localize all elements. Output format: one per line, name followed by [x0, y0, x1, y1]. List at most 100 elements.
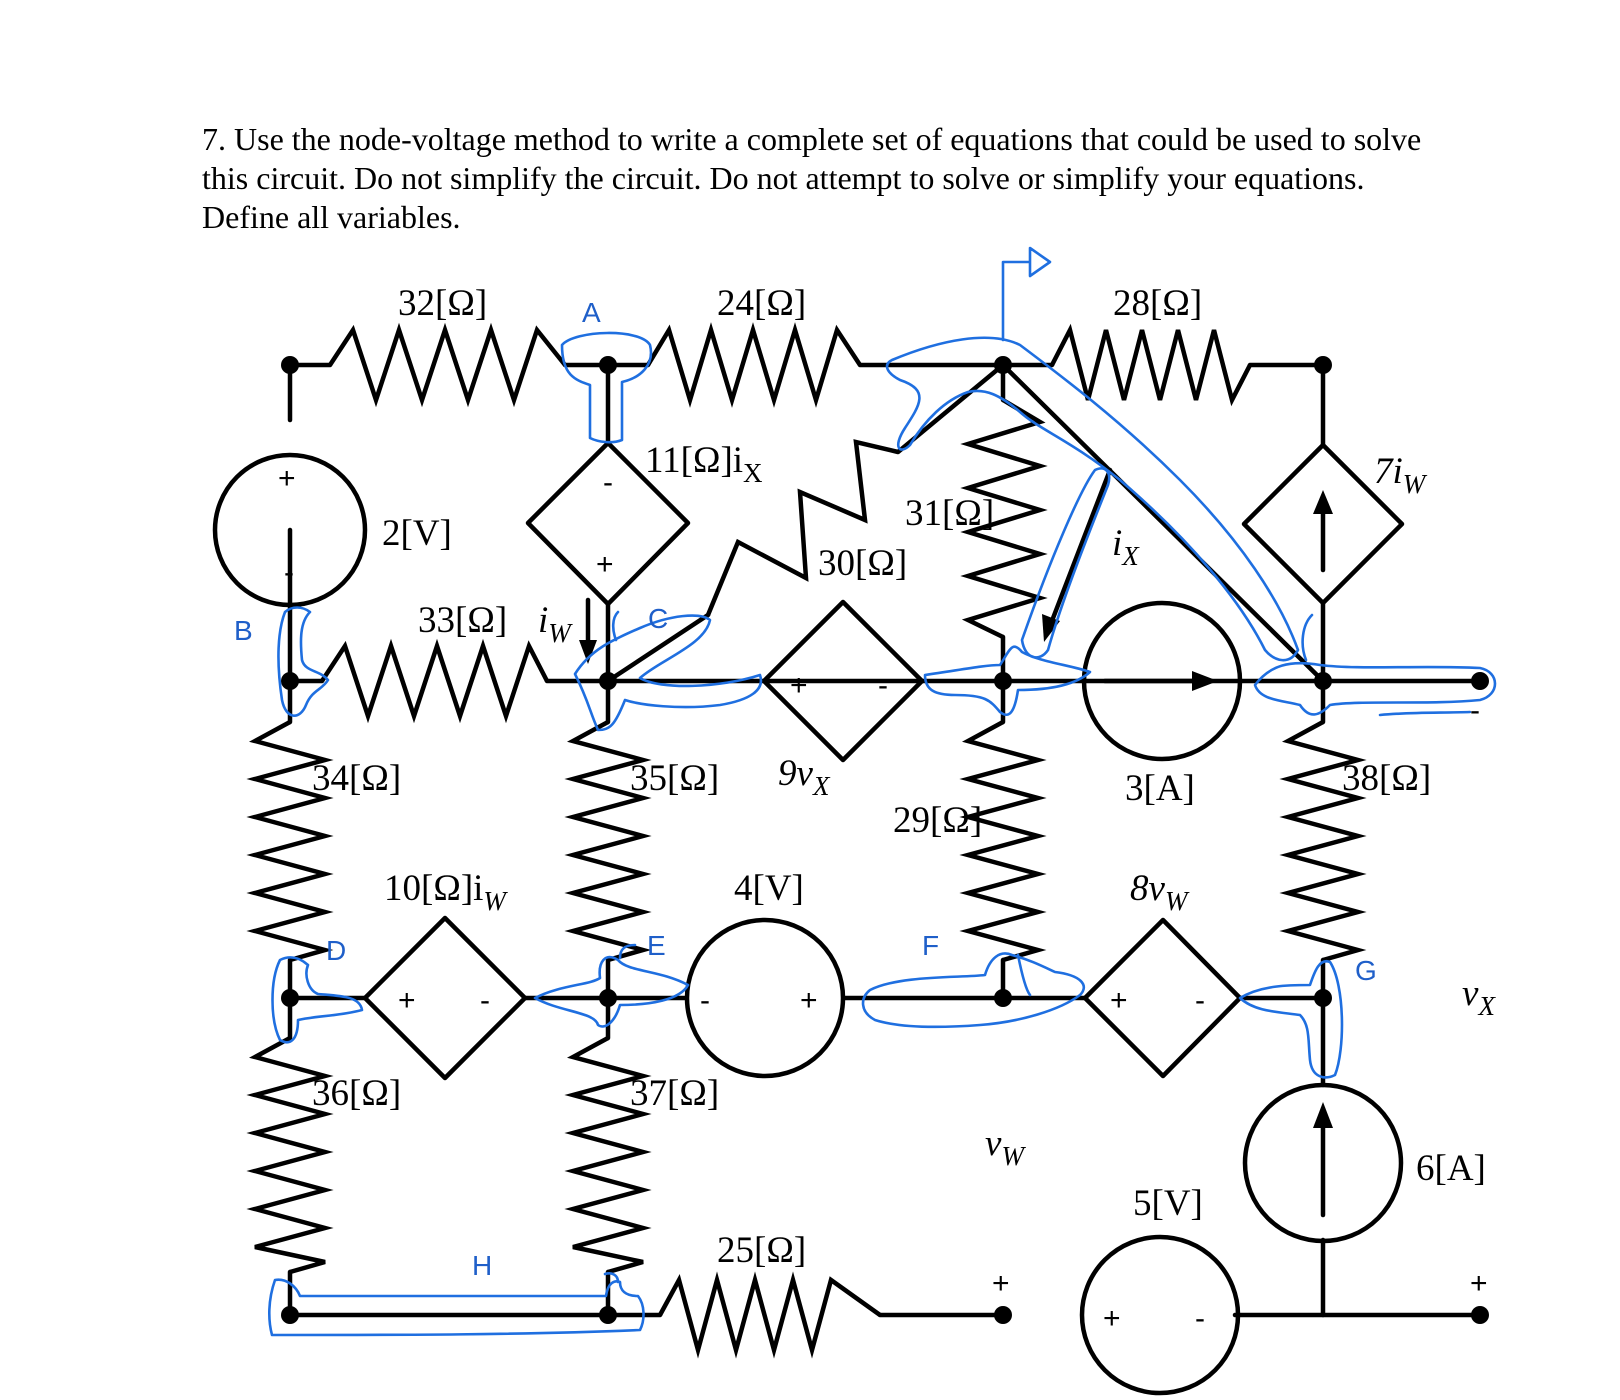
node-label-e: E [647, 930, 666, 961]
problem-line-1: 7. Use the node-voltage method to write … [202, 121, 1422, 157]
node-dot [281, 1306, 299, 1324]
node-label-c: C [648, 603, 668, 634]
node-dot [1314, 989, 1332, 1007]
resistor-25 [658, 1271, 882, 1359]
label-dep-11ix: 11[Ω]iX [645, 440, 763, 488]
label-r35: 35[Ω] [630, 758, 719, 799]
resistor-31 [960, 398, 1048, 640]
resistor-32 [328, 322, 567, 408]
resistor-37 [564, 1036, 652, 1275]
label-5v: 5[V] [1133, 1183, 1203, 1224]
resistor-38 [1279, 720, 1367, 963]
label-r37: 37[Ω] [630, 1073, 719, 1114]
label-r28: 28[Ω] [1113, 283, 1202, 324]
sign-minus: - [603, 466, 613, 499]
resistor-35 [564, 720, 652, 963]
dependent-voltage-source-11ix [525, 440, 691, 607]
label-r30: 30[Ω] [818, 543, 907, 584]
resistors [246, 322, 1367, 1359]
nodes [281, 356, 1489, 1324]
dependent-voltage-source-8vw [1082, 917, 1243, 1079]
node-dot [281, 672, 299, 690]
arrow-head [1042, 614, 1060, 642]
label-r33: 33[Ω] [418, 600, 507, 641]
resistor-29 [959, 720, 1047, 963]
label-r38: 38[Ω] [1342, 758, 1431, 799]
polarity-signs: + - - + + - + - - + + - - + + + - [278, 462, 1488, 1335]
sign-plus: + [398, 984, 416, 1017]
sign-plus: + [1103, 1302, 1121, 1335]
node-dot [599, 989, 617, 1007]
node-dot [599, 672, 617, 690]
resistor-30 [705, 439, 899, 616]
node-dot [994, 989, 1012, 1007]
reference-flag-icon [1001, 246, 1052, 342]
sign-plus: + [992, 1267, 1010, 1300]
sign-minus: - [1195, 984, 1205, 1017]
sign-plus: + [278, 462, 296, 495]
label-r24: 24[Ω] [717, 283, 806, 324]
label-2v: 2[V] [382, 513, 452, 554]
label-r32: 32[Ω] [398, 283, 487, 324]
dependent-voltage-source-9vx [761, 599, 925, 763]
node-label-d: D [326, 935, 346, 966]
hand-annotations: A B C D E F G H [234, 246, 1497, 1337]
label-r25: 25[Ω] [717, 1230, 806, 1271]
sign-minus: - [878, 669, 888, 702]
voltage-source-2v [212, 452, 368, 608]
arrow-head [1313, 1102, 1333, 1128]
sources [212, 440, 1405, 1396]
node-dot [281, 356, 299, 374]
label-8vw: 8vW [1130, 868, 1190, 916]
dependent-voltage-source-10iw [362, 915, 528, 1081]
label-9vx: 9vX [778, 753, 831, 801]
current-source-6a [1242, 1082, 1404, 1244]
wires [287, 362, 1483, 1318]
sign-plus: + [790, 669, 808, 702]
node-dot [281, 989, 299, 1007]
node-label-g: G [1355, 955, 1377, 986]
terminal-dot [994, 1306, 1012, 1324]
sign-minus: - [1470, 694, 1480, 727]
resistor-28 [1049, 323, 1253, 407]
sign-minus: - [1195, 1302, 1205, 1335]
dependent-current-source-7iw [1241, 442, 1405, 606]
problem-statement: 7. Use the node-voltage method to write … [202, 120, 1522, 237]
resistor-34 [246, 720, 334, 963]
node-dot [599, 1306, 617, 1324]
problem-line-3: Define all variables. [202, 199, 461, 235]
ix-arrow [1047, 467, 1113, 629]
label-4v: 4[V] [734, 868, 804, 909]
label-vw: vW [985, 1123, 1026, 1171]
sign-minus: - [284, 556, 294, 589]
voltage-source-5v [1079, 1234, 1241, 1396]
label-r36: 36[Ω] [312, 1073, 401, 1114]
node-label-a: A [582, 297, 601, 328]
arrow-head [579, 640, 597, 664]
voltage-source-4v [684, 917, 846, 1079]
node-dot [994, 356, 1012, 374]
label-r31: 31[Ω] [905, 493, 994, 534]
arrow-head [1313, 490, 1333, 514]
node-label-h: H [472, 1250, 492, 1281]
label-10iw: 10[Ω]iW [384, 868, 508, 916]
node-dot [994, 672, 1012, 690]
node-dot [599, 356, 617, 374]
problem-line-2: this circuit. Do not simplify the circui… [202, 160, 1365, 196]
label-3a: 3[A] [1125, 768, 1195, 809]
label-vx: vX [1462, 973, 1496, 1021]
sign-plus: + [800, 984, 818, 1017]
node-dot [1314, 356, 1332, 374]
resistor-36 [246, 1036, 334, 1275]
label-r34: 34[Ω] [312, 758, 401, 799]
arrow-head [1192, 671, 1218, 691]
terminal-dot [1471, 1306, 1489, 1324]
node-label-b: B [234, 615, 253, 646]
sign-minus: - [480, 984, 490, 1017]
terminal-dot [1471, 672, 1489, 690]
current-source-3a [1081, 600, 1243, 762]
node-dot [1314, 672, 1332, 690]
node-label-f: F [922, 930, 939, 961]
sign-plus: + [596, 548, 614, 581]
label-r29: 29[Ω] [893, 800, 982, 841]
